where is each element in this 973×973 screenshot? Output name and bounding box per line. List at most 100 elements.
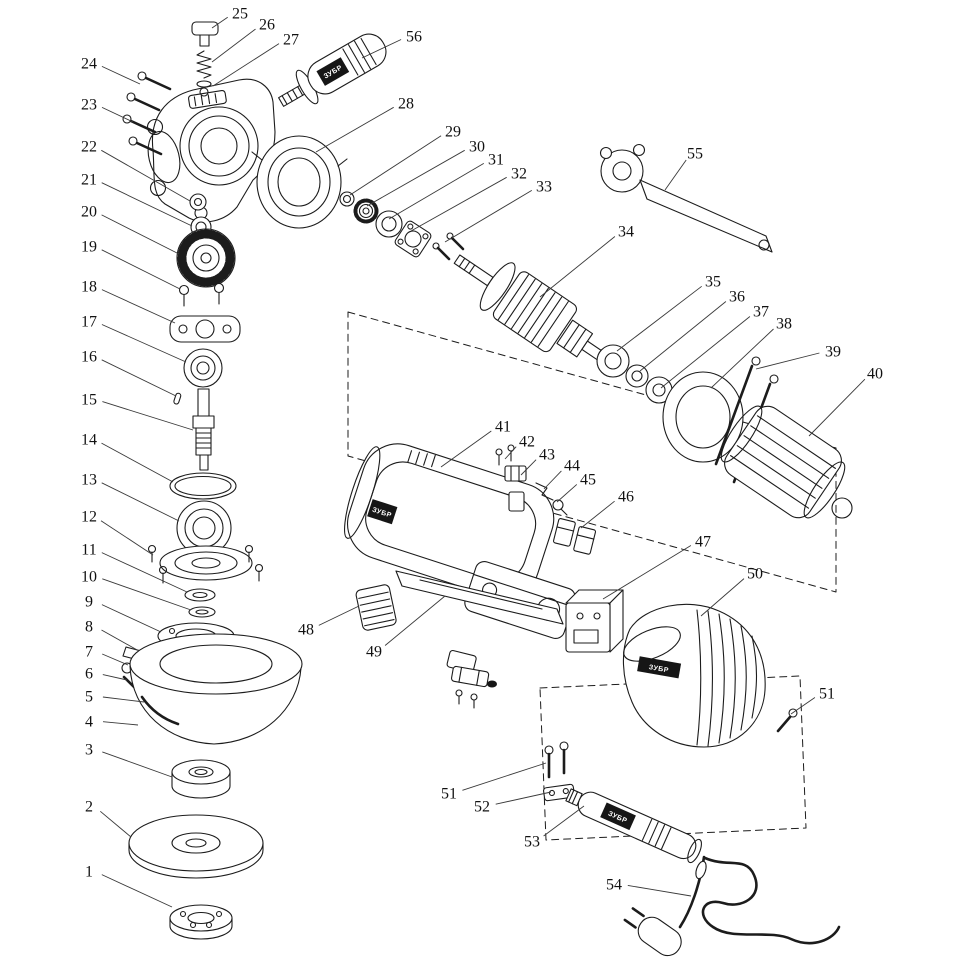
part-number-20: 20 — [81, 204, 97, 221]
leader-line-7 — [102, 653, 129, 666]
part-number-55: 55 — [687, 146, 703, 163]
air-deflector-ring-drawing — [662, 371, 744, 463]
handle-screws-drawing — [543, 741, 575, 802]
part-number-44: 44 — [564, 458, 580, 475]
part-number-53: 53 — [524, 834, 540, 851]
part-number-56: 56 — [406, 29, 422, 46]
leader-line-25 — [211, 16, 228, 29]
leader-line-17 — [101, 324, 187, 363]
part-number-40: 40 — [867, 366, 883, 383]
part-number-1: 1 — [85, 864, 93, 881]
leader-line-16 — [101, 359, 177, 397]
leader-line-50 — [700, 578, 745, 617]
leader-line-44 — [543, 470, 562, 490]
diagram-artwork: ЗУБР — [121, 21, 853, 957]
rear-handle-drawing: ЗУБР — [565, 788, 702, 864]
part-number-33: 33 — [536, 179, 552, 196]
leader-line-4 — [102, 721, 139, 726]
brush-cap-drawing — [355, 584, 397, 631]
part-number-49: 49 — [366, 644, 382, 661]
spindle-gear-set-drawing — [339, 191, 465, 261]
leader-line-8 — [101, 629, 140, 652]
spindle-flange-drawing — [147, 544, 264, 584]
leader-line-3 — [102, 751, 173, 778]
leader-line-54 — [627, 884, 692, 897]
part-number-24: 24 — [81, 56, 97, 73]
leader-line-18 — [101, 289, 176, 324]
leader-line-38 — [710, 328, 774, 389]
part-number-35: 35 — [705, 274, 721, 291]
part-number-22: 22 — [81, 139, 97, 156]
leader-line-33 — [444, 190, 533, 243]
leader-line-35 — [616, 285, 702, 352]
brush-holder-parts-drawing — [495, 444, 568, 516]
part-number-29: 29 — [445, 124, 461, 141]
part-number-52: 52 — [474, 799, 490, 816]
part-number-36: 36 — [729, 289, 745, 306]
leader-line-48 — [318, 605, 360, 626]
leader-line-32 — [410, 176, 507, 232]
part-number-5: 5 — [85, 689, 93, 706]
part-number-54: 54 — [606, 877, 622, 894]
part-number-42: 42 — [519, 434, 535, 451]
part-number-32: 32 — [511, 166, 527, 183]
part-number-26: 26 — [259, 17, 275, 34]
part-number-4: 4 — [85, 714, 93, 731]
part-number-30: 30 — [469, 139, 485, 156]
part-number-17: 17 — [81, 314, 97, 331]
leader-line-39 — [755, 352, 820, 370]
leader-line-10 — [102, 578, 192, 611]
part-number-12: 12 — [81, 509, 97, 526]
part-number-8: 8 — [85, 619, 93, 636]
power-cord-drawing — [623, 855, 841, 957]
leader-line-19 — [101, 249, 181, 290]
part-number-25: 25 — [232, 6, 248, 23]
key-pin-drawing — [173, 392, 182, 405]
part-number-47: 47 — [695, 534, 711, 551]
leader-line-6 — [102, 674, 128, 681]
spindle-lock-button-drawing — [191, 21, 219, 97]
cover-brand-label: ЗУБР — [648, 664, 669, 674]
pin-wrench-drawing — [599, 143, 773, 253]
part-number-13: 13 — [81, 472, 97, 489]
leader-line-37 — [660, 316, 751, 389]
leader-line-42 — [504, 446, 517, 460]
leader-line-11 — [101, 552, 188, 593]
part-number-23: 23 — [81, 97, 97, 114]
leader-line-41 — [440, 430, 492, 468]
leader-line-51 — [790, 697, 816, 715]
leader-line-31 — [388, 163, 485, 220]
part-number-51: 51 — [819, 686, 835, 703]
leader-line-28 — [315, 106, 394, 153]
part-number-45: 45 — [580, 472, 596, 489]
spindle-bearing-drawing — [183, 348, 223, 388]
leader-line-22 — [101, 149, 191, 202]
leader-line-40 — [808, 378, 866, 437]
spindle-drawing — [192, 388, 215, 471]
leader-line-15 — [102, 401, 194, 431]
clamp-nut-drawing — [169, 904, 233, 940]
guard-washers-drawing — [184, 588, 216, 618]
leader-line-13 — [101, 482, 180, 522]
leader-line-23 — [101, 106, 134, 123]
part-number-9: 9 — [85, 594, 93, 611]
part-number-41: 41 — [495, 419, 511, 436]
side-handle-drawing: ЗУБР — [278, 33, 387, 107]
leader-line-34 — [539, 236, 616, 298]
gear-housing-drawing — [146, 78, 276, 223]
part-number-10: 10 — [81, 569, 97, 586]
leader-line-53 — [543, 805, 585, 837]
leader-line-20 — [101, 214, 180, 255]
housing-screws-drawing — [122, 71, 172, 156]
bearing-plate-drawing — [169, 315, 241, 343]
leader-line-55 — [664, 159, 687, 191]
lock-lever-drawing — [395, 570, 564, 709]
leader-line-5 — [102, 696, 145, 703]
leader-line-27 — [212, 43, 280, 87]
plate-screws-drawing — [178, 282, 225, 307]
leader-line-30 — [366, 149, 465, 207]
part-number-2: 2 — [85, 799, 93, 816]
part-number-31: 31 — [488, 152, 504, 169]
part-number-11: 11 — [81, 542, 96, 559]
